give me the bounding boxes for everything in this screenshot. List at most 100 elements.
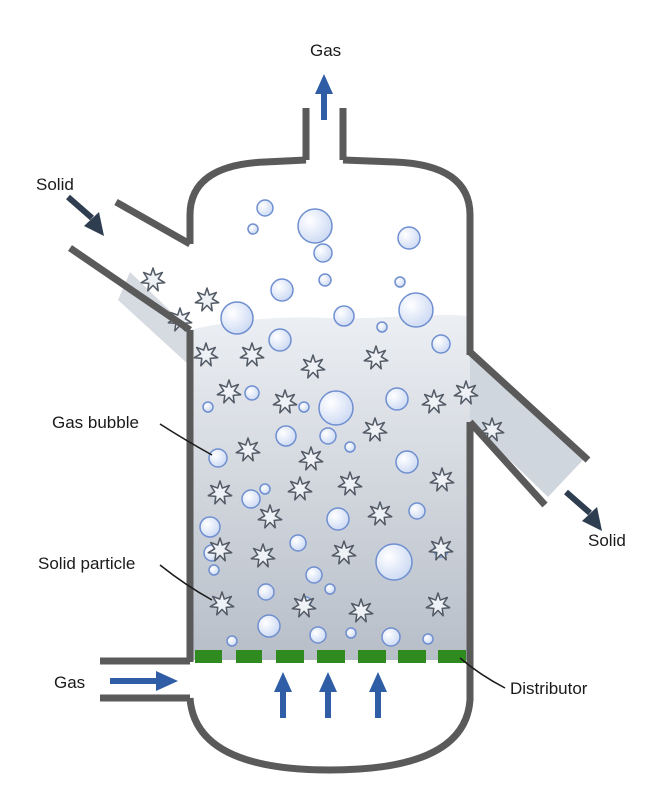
- solid-inlet-pipe-lower: [68, 245, 192, 333]
- bubble-icon: [257, 583, 275, 601]
- bubble-icon: [257, 614, 281, 638]
- star-particle-icon: [362, 417, 388, 442]
- star-particle-icon: [207, 537, 233, 562]
- bubble-icon: [381, 627, 401, 647]
- star-particle-icon: [209, 591, 235, 616]
- bubble-icon: [275, 425, 297, 447]
- arrow-up-icon: [274, 672, 292, 718]
- distributor-label: Distributor: [510, 679, 588, 698]
- gas-bubbles: [199, 199, 451, 647]
- star-particle-icon: [428, 536, 454, 561]
- distributor-leader: [459, 657, 506, 689]
- bubble-icon: [376, 321, 388, 333]
- bubble-icon: [422, 633, 434, 645]
- star-particle-icon: [337, 471, 363, 496]
- bubble-icon: [298, 401, 310, 413]
- bubble-icon: [208, 448, 228, 468]
- bubble-icon: [326, 507, 350, 531]
- star-particle-icon: [140, 267, 166, 292]
- star-particle-icon: [257, 504, 283, 529]
- bubble-icon: [344, 441, 356, 453]
- solid-inlet-label: Solid: [36, 175, 74, 194]
- bubble-icon: [318, 390, 354, 426]
- bubble-icon: [319, 427, 337, 445]
- star-particle-icon: [193, 342, 219, 367]
- bubble-icon: [397, 226, 421, 250]
- star-particle-icon: [235, 437, 261, 462]
- star-particle-icon: [348, 598, 374, 623]
- star-particle-icon: [272, 389, 298, 414]
- arrow-up-icon: [369, 672, 387, 718]
- solid-outlet-bed: [470, 352, 583, 497]
- bubble-icon: [305, 566, 323, 584]
- distributor-segment: [398, 650, 426, 663]
- bubble-icon: [375, 543, 413, 581]
- distributor-segment: [276, 650, 304, 663]
- bubble-icon: [408, 502, 426, 520]
- solid-outlet-pipe-upper: [467, 349, 591, 463]
- bubble-icon: [345, 627, 357, 639]
- arrow-up-icon: [315, 74, 333, 120]
- star-particle-icon: [367, 501, 393, 526]
- arrow-down-right-icon: [564, 489, 602, 531]
- bubble-icon: [259, 483, 271, 495]
- star-particle-icon: [479, 417, 505, 442]
- bubble-icon: [270, 278, 294, 302]
- gas-inlet-label: Gas: [54, 673, 85, 692]
- vessel-wall: [68, 108, 591, 774]
- star-particle-icon: [421, 389, 447, 414]
- bubble-icon: [313, 243, 333, 263]
- star-particle-icon: [429, 467, 455, 492]
- distributor-segment: [195, 650, 222, 663]
- star-particle-icon: [194, 287, 220, 312]
- gas-outlet-label: Gas: [310, 41, 341, 60]
- star-particle-icon: [363, 345, 389, 370]
- distributor-segment: [438, 650, 466, 663]
- star-particle-icon: [298, 446, 324, 471]
- bubble-icon: [333, 305, 355, 327]
- bubble-icon: [244, 385, 260, 401]
- bubble-icon: [268, 328, 292, 352]
- star-particle-icon: [331, 540, 357, 565]
- gas-bubble-label: Gas bubble: [52, 413, 139, 432]
- star-particle-icon: [287, 476, 313, 501]
- bubble-icon: [241, 489, 261, 509]
- star-particle-icon: [291, 593, 317, 618]
- star-particle-icon: [216, 379, 242, 404]
- bubble-icon: [398, 292, 434, 328]
- bubble-icon: [297, 208, 333, 244]
- bubble-icon: [385, 387, 409, 411]
- bubble-icon: [318, 273, 332, 287]
- star-particle-icon: [300, 354, 326, 379]
- bubble-icon: [208, 564, 220, 576]
- bubble-icon: [395, 450, 419, 474]
- arrow-down-right-icon: [66, 194, 104, 236]
- arrow-right-icon: [110, 671, 178, 691]
- solid-particle-leader: [159, 564, 213, 601]
- solid-outlet-label: Solid: [588, 531, 626, 550]
- arrow-up-icon: [319, 672, 337, 718]
- bubble-icon: [226, 635, 238, 647]
- distributor-segment: [236, 650, 262, 663]
- bubble-icon: [220, 301, 254, 335]
- bubble-icon: [431, 334, 451, 354]
- bubble-icon: [309, 626, 327, 644]
- star-particle-icon: [453, 380, 479, 405]
- bubble-icon: [247, 223, 259, 235]
- bubble-icon: [324, 583, 336, 595]
- star-particle-icon: [250, 543, 276, 568]
- bubble-icon: [256, 199, 274, 217]
- bubble-icon: [202, 401, 214, 413]
- solid-outlet-pipe-lower: [467, 419, 548, 508]
- solid-particle-label: Solid particle: [38, 554, 135, 573]
- bubble-icon: [199, 516, 221, 538]
- bottom-plenum: [186, 662, 474, 774]
- star-particle-icon: [207, 480, 233, 505]
- distributor-segment: [358, 650, 386, 663]
- distributor-plate: [195, 650, 466, 663]
- star-particle-icon: [239, 342, 265, 367]
- leader-lines: [159, 423, 506, 689]
- bubble-icon: [394, 276, 406, 288]
